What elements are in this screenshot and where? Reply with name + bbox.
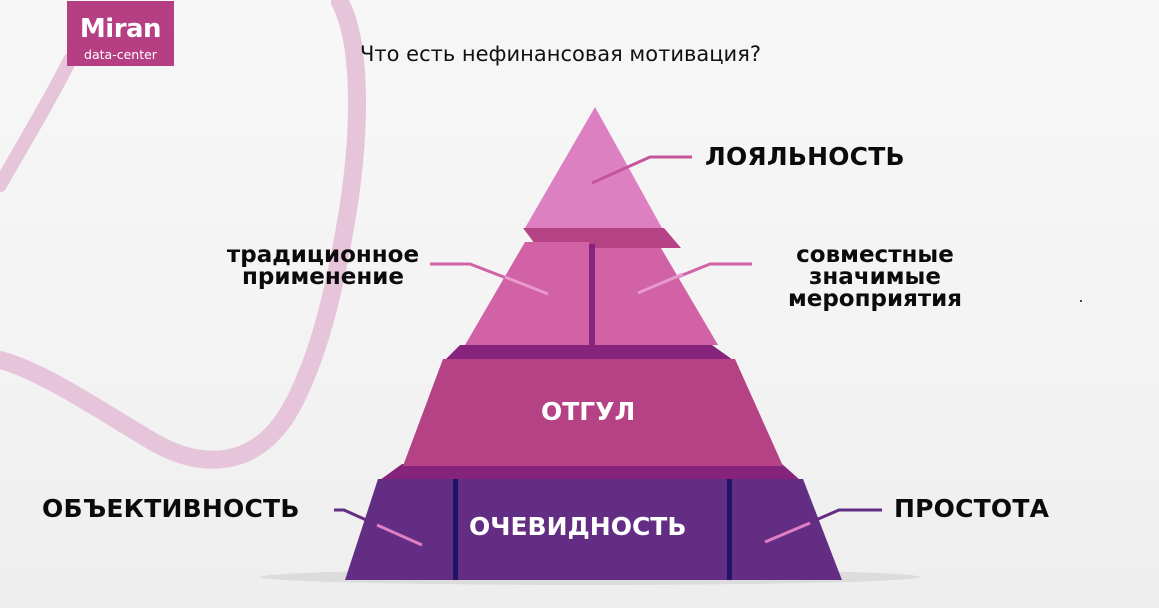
miran-logo: Miran data-center bbox=[67, 1, 174, 66]
leader-loyalty bbox=[591, 155, 692, 185]
label-joint-line3: мероприятия bbox=[787, 286, 963, 312]
slide-title: Что есть нефинансовая мотивация? bbox=[360, 42, 761, 66]
label-joint-events: совместные значимые мероприятия bbox=[775, 242, 975, 312]
second-tier-right bbox=[595, 248, 718, 345]
label-traditional-line2: применение bbox=[242, 264, 404, 290]
label-joint-line2: значимые bbox=[809, 264, 941, 290]
label-simplicity: ПРОСТОТА bbox=[894, 494, 1050, 523]
label-traditional-line1: традиционное bbox=[226, 242, 420, 268]
second-tier-left bbox=[465, 242, 589, 345]
second-divider bbox=[589, 244, 595, 345]
label-traditional-use: традиционное применение bbox=[213, 242, 433, 290]
label-day-off: ОТГУЛ bbox=[541, 397, 636, 426]
base-tier bbox=[345, 479, 842, 580]
label-objectivity: ОБЪЕКТИВНОСТЬ bbox=[42, 494, 300, 523]
stray-dot bbox=[1080, 300, 1082, 302]
third-tier-shelf bbox=[445, 345, 733, 360]
logo-brand: Miran bbox=[79, 14, 162, 44]
third-tier bbox=[403, 359, 783, 466]
label-joint-line1: совместные bbox=[796, 242, 954, 268]
base-divider-left bbox=[453, 479, 458, 580]
label-obviousness: ОЧЕВИДНОСТЬ bbox=[469, 512, 687, 541]
logo-subtitle: data-center bbox=[84, 47, 157, 62]
base-divider-right bbox=[727, 479, 732, 580]
base-tier-shelf bbox=[380, 464, 800, 480]
apex-tier bbox=[525, 107, 662, 228]
label-loyalty: ЛОЯЛЬНОСТЬ bbox=[705, 142, 905, 171]
